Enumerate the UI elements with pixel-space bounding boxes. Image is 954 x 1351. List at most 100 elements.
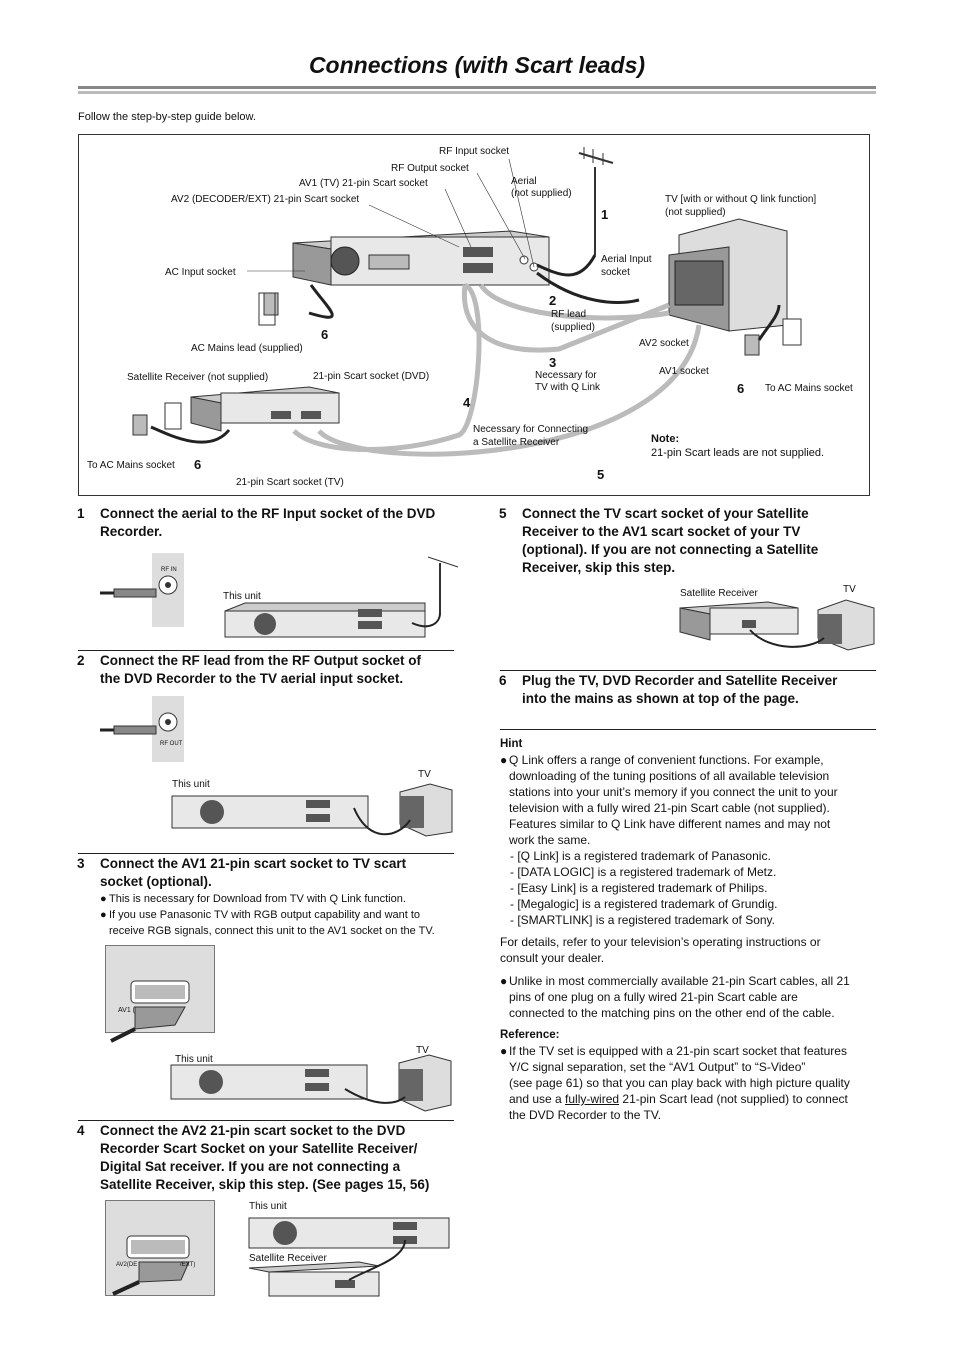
step-5-illustration bbox=[679, 599, 875, 651]
label-tv-note: (not supplied) bbox=[665, 207, 726, 218]
bullet-icon: ● bbox=[500, 1044, 508, 1058]
reference-line: the DVD Recorder to the TV. bbox=[509, 1108, 662, 1122]
step-marker-5: 5 bbox=[597, 467, 605, 482]
reference-paragraph: ● If the TV set is equipped with a 21-pi… bbox=[500, 1043, 850, 1123]
step-marker-6a: 6 bbox=[321, 327, 329, 342]
step-4-sat: Satellite Receiver bbox=[249, 1253, 327, 1264]
label-sat-receiver: Satellite Receiver (not supplied) bbox=[127, 372, 269, 383]
hint-p2-line: consult your dealer. bbox=[500, 951, 605, 965]
step-6-line-2: into the mains as shown at top of the pa… bbox=[522, 691, 799, 706]
step-5-tv: TV bbox=[843, 584, 856, 595]
label-rf-output: RF Output socket bbox=[391, 163, 469, 174]
label-rf-input: RF Input socket bbox=[439, 146, 510, 157]
hint-paragraph-3: ● Unlike in most commercially available … bbox=[500, 973, 850, 1021]
step-2-illustration bbox=[100, 712, 453, 837]
hint-paragraph-2: For details, refer to your television’s … bbox=[500, 934, 821, 966]
label-ac-mains-lead: AC Mains lead (supplied) bbox=[191, 343, 303, 354]
label-aerial-note: (not supplied) bbox=[511, 188, 572, 199]
bullet-icon: ● bbox=[500, 753, 508, 767]
step-marker-6c: 6 bbox=[737, 381, 745, 396]
step-5-line-1: Connect the TV scart socket of your Sate… bbox=[522, 506, 809, 521]
hint-p1-line: television with a fully wired 21-pin Sca… bbox=[509, 801, 830, 815]
step-2-line-1: Connect the RF lead from the RF Output s… bbox=[100, 653, 422, 668]
step-3-bullet-1-text: This is necessary for Download from TV w… bbox=[109, 893, 406, 905]
hint-p3-line: Unlike in most commercially available 21… bbox=[509, 974, 850, 988]
hint-p1-line: stations into your unit’s memory if you … bbox=[509, 785, 838, 799]
step-4-line-1: Connect the AV2 21-pin scart socket to t… bbox=[100, 1123, 406, 1138]
label-scart-dvd: 21-pin Scart socket (DVD) bbox=[313, 371, 430, 382]
step-1-line-2: Recorder. bbox=[100, 524, 163, 539]
label-necessary-qlink-2: TV with Q Link bbox=[535, 382, 601, 393]
step-4-this-unit: This unit bbox=[249, 1201, 287, 1212]
label-av2-socket: AV2 (DECODER/EXT) 21-pin Scart socket bbox=[171, 194, 360, 205]
trademark-item: - [Easy Link] is a registered trademark … bbox=[510, 881, 768, 895]
step-3-this-unit: This unit bbox=[175, 1054, 213, 1065]
step-1-this-unit: This unit bbox=[223, 591, 261, 602]
step-marker-1: 1 bbox=[601, 207, 609, 222]
step-6-number: 6 bbox=[499, 673, 507, 688]
step-3-number: 3 bbox=[77, 856, 85, 871]
trademark-item: - [Megalogic] is a registered trademark … bbox=[510, 897, 778, 911]
diagram-illustration bbox=[132, 147, 802, 457]
step-marker-6b: 6 bbox=[194, 457, 202, 472]
av1-label: AV1 ( bbox=[118, 1007, 135, 1014]
step-1-line-1: Connect the aerial to the RF Input socke… bbox=[100, 506, 436, 521]
step-5-sat: Satellite Receiver bbox=[680, 588, 758, 599]
reference-text: 21-pin Scart lead (not supplied) to conn… bbox=[619, 1092, 848, 1106]
label-necessary-sat-2: a Satellite Receiver bbox=[473, 437, 560, 448]
step-marker-4: 4 bbox=[463, 395, 471, 410]
reference-heading: Reference: bbox=[500, 1029, 560, 1041]
note-text: 21-pin Scart leads are not supplied. bbox=[651, 447, 825, 459]
step-marker-2: 2 bbox=[549, 293, 557, 308]
label-rf-lead-note: (supplied) bbox=[551, 322, 595, 333]
hint-p3-line: connected to the matching pins on the ot… bbox=[509, 1006, 835, 1020]
step-2-tv: TV bbox=[418, 769, 431, 780]
step-4-line-2: Recorder Scart Socket on your Satellite … bbox=[100, 1141, 418, 1156]
label-av1-tv: AV1 socket bbox=[659, 366, 709, 377]
step-4-line-4: Satellite Receiver, skip this step. (See… bbox=[100, 1177, 430, 1192]
bullet-icon: ● bbox=[100, 909, 107, 921]
connection-diagram: RF Input socket RF Output socket AV1 (TV… bbox=[78, 134, 870, 496]
reference-text: and use a bbox=[509, 1092, 566, 1106]
bullet-icon: ● bbox=[100, 893, 107, 905]
step-6-line-1: Plug the TV, DVD Recorder and Satellite … bbox=[522, 673, 838, 688]
step-3-bullet-2: ● If you use Panasonic TV with RGB outpu… bbox=[100, 907, 435, 939]
hint-paragraph-1: ● Q Link offers a range of convenient fu… bbox=[500, 752, 838, 848]
step-1-number: 1 bbox=[77, 506, 85, 521]
page-title: Connections (with Scart leads) bbox=[308, 52, 646, 78]
hint-p2-line: For details, refer to your television’s … bbox=[500, 935, 821, 949]
step-5: 5 Connect the TV scart socket of your Sa… bbox=[499, 505, 882, 577]
divider bbox=[500, 729, 876, 730]
bullet-icon: ● bbox=[500, 974, 508, 988]
hint-p1-line: work the same. bbox=[509, 833, 591, 847]
label-aerial-input-2: socket bbox=[601, 267, 630, 278]
trademark-list: - [Q Link] is a registered trademark of … bbox=[510, 848, 777, 928]
av2-label: AV2(DE bbox=[116, 1262, 138, 1268]
step-3-bullet-1: ● This is necessary for Download from TV… bbox=[100, 891, 406, 907]
av2-ext-label: /EXT) bbox=[180, 1262, 196, 1268]
step-3-line-1: Connect the AV1 21-pin scart socket to T… bbox=[100, 856, 407, 871]
step-2-this-unit: This unit bbox=[172, 779, 210, 790]
rf-in-label: RF IN bbox=[161, 567, 177, 573]
hint-p1-line: downloading of the tuning positions of a… bbox=[509, 769, 830, 783]
step-3-illustration bbox=[110, 980, 452, 1112]
hint-p3-line: pins of one plug on a fully wired 21-pin… bbox=[509, 990, 798, 1004]
step-4-illustration bbox=[112, 1217, 450, 1297]
label-scart-tv: 21-pin Scart socket (TV) bbox=[236, 477, 344, 488]
step-3-bullet-2-line-1: If you use Panasonic TV with RGB output … bbox=[109, 909, 421, 921]
trademark-item: - [DATA LOGIC] is a registered trademark… bbox=[510, 865, 777, 879]
step-3-bullet-2-line-2: receive RGB signals, connect this unit t… bbox=[109, 925, 435, 937]
intro-text: Follow the step-by-step guide below. bbox=[78, 111, 256, 123]
label-necessary-sat: Necessary for Connecting bbox=[473, 424, 589, 435]
hint-p1-line: Features similar to Q Link have differen… bbox=[509, 817, 831, 831]
trademark-item: - [Q Link] is a registered trademark of … bbox=[510, 849, 771, 863]
step-4: 4 Connect the AV2 21-pin scart socket to… bbox=[77, 1122, 470, 1194]
label-necessary-qlink: Necessary for bbox=[535, 370, 597, 381]
step-2-line-2: the DVD Recorder to the TV aerial input … bbox=[100, 671, 404, 686]
reference-line: (see page 61) so that you can play back … bbox=[509, 1076, 850, 1090]
divider bbox=[78, 650, 454, 651]
label-av2-tv: AV2 socket bbox=[639, 338, 689, 349]
step-5-line-3: (optional). If you are not connecting a … bbox=[522, 542, 819, 557]
divider bbox=[500, 670, 876, 671]
label-ac-input: AC Input socket bbox=[165, 267, 236, 278]
